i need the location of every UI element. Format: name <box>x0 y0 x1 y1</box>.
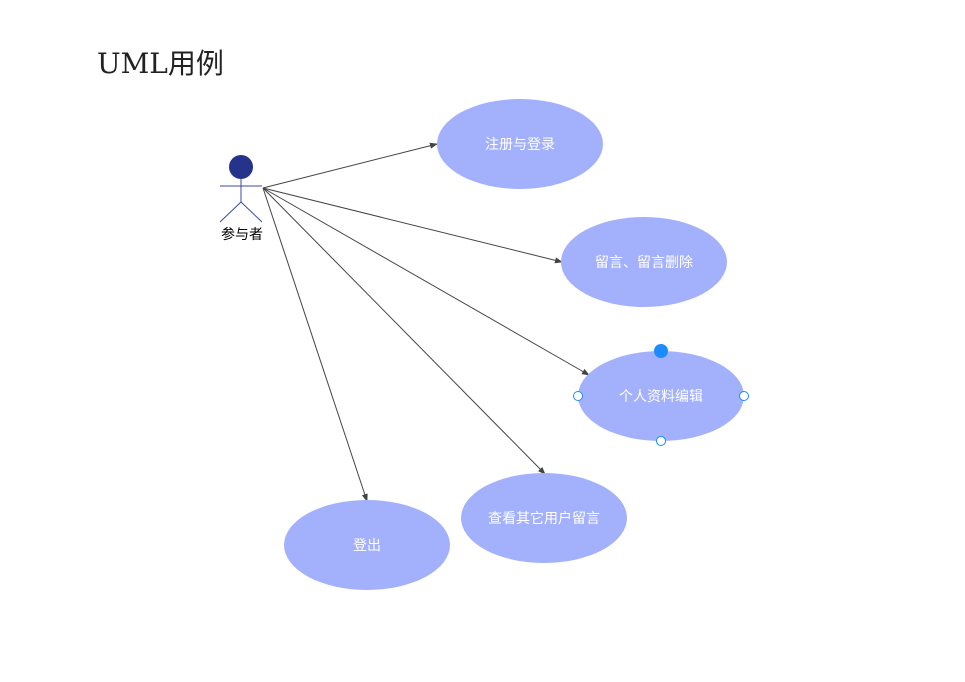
actor-left-leg <box>219 201 242 223</box>
actor[interactable]: 参与者 <box>219 155 263 243</box>
use-case-view-messages[interactable]: 查看其它用户留言 <box>461 473 627 563</box>
association-edge-profile-edit[interactable] <box>262 187 590 376</box>
use-case-label: 登出 <box>353 538 381 554</box>
resize-handle-bottom[interactable] <box>656 436 666 446</box>
selection-handles <box>573 344 749 446</box>
actor-label: 参与者 <box>221 226 263 243</box>
rotate-handle[interactable] <box>654 344 668 358</box>
association-edge-register-login[interactable] <box>262 142 438 189</box>
use-case-ellipse <box>461 473 627 563</box>
use-case-message-delete[interactable]: 留言、留言删除 <box>561 217 727 307</box>
use-case-ellipse <box>561 217 727 307</box>
association-edge-logout[interactable] <box>262 187 368 502</box>
diagram-title: UML用例 <box>97 47 224 80</box>
use-case-ellipse <box>578 351 744 441</box>
use-case-profile-edit[interactable]: 个人资料编辑 <box>578 351 744 441</box>
use-case-label: 注册与登录 <box>485 137 555 153</box>
use-case-register-login[interactable]: 注册与登录 <box>437 99 603 189</box>
resize-handle-right[interactable] <box>739 391 749 401</box>
associations <box>262 142 590 502</box>
actor-head <box>229 155 253 179</box>
use-case-label: 个人资料编辑 <box>619 389 703 405</box>
resize-handle-left[interactable] <box>573 391 583 401</box>
association-edge-view-messages[interactable] <box>262 187 546 475</box>
use-case-logout[interactable]: 登出 <box>284 500 450 590</box>
use-case-ellipse <box>437 99 603 189</box>
use-case-label: 查看其它用户留言 <box>488 510 600 527</box>
association-edge-message-delete[interactable] <box>262 187 563 264</box>
actor-right-leg <box>240 201 263 223</box>
use-case-ellipse <box>284 500 450 590</box>
use-case-label: 留言、留言删除 <box>595 255 693 271</box>
